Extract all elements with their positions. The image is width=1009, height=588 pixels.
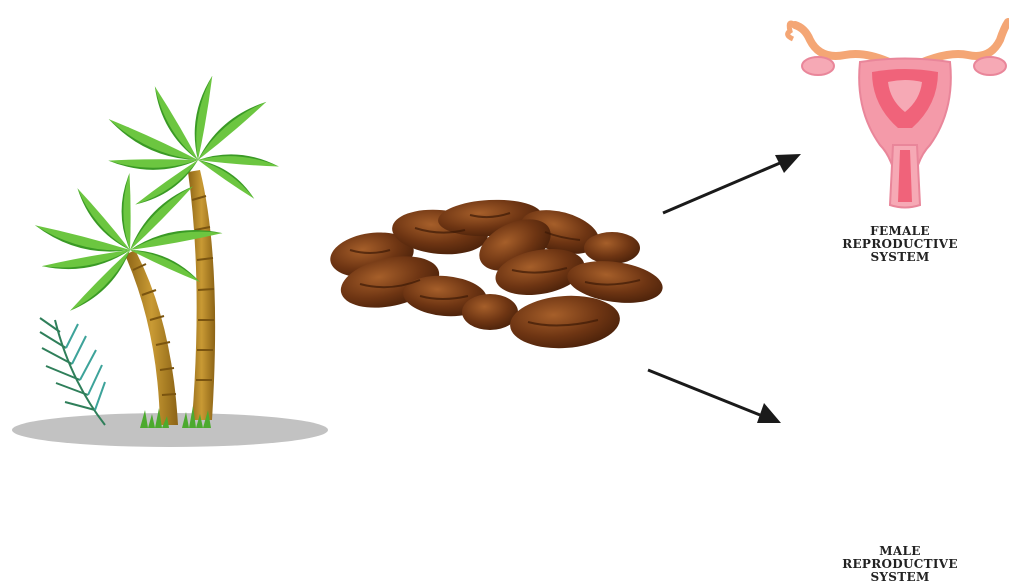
female-label-line-3: SYSTEM — [870, 250, 930, 264]
fern-icon — [39, 317, 106, 426]
ground-shadow — [12, 413, 328, 447]
arrow-icon — [647, 368, 781, 423]
male-reproductive-system-label: MALE REPRODUCTIVE SYSTEM — [825, 545, 975, 584]
palm-tree-icon — [12, 74, 328, 447]
date-seeds-icon — [330, 199, 663, 349]
female-label-line-1: FEMALE — [870, 224, 930, 238]
male-label-line-3: SYSTEM — [870, 570, 930, 584]
arrow-icon — [662, 154, 801, 215]
female-label-line-2: REPRODUCTIVE — [842, 237, 958, 251]
female-reproductive-system-label: FEMALE REPRODUCTIVE SYSTEM — [825, 225, 975, 264]
grass-icon — [140, 406, 211, 428]
male-label-line-2: REPRODUCTIVE — [842, 557, 958, 571]
male-label-line-1: MALE — [879, 544, 921, 558]
female-reproductive-system-icon — [785, 18, 1009, 209]
